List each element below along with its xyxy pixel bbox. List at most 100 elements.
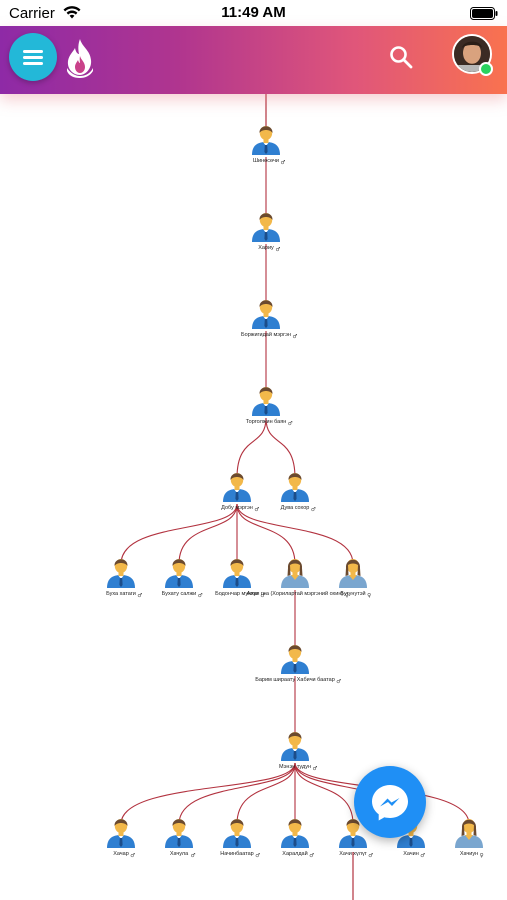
tree-node[interactable]: Мэнэн тудун♂	[279, 732, 318, 772]
node-name-label: Боржигидай мэргэн	[241, 331, 291, 338]
hamburger-menu-icon	[23, 62, 43, 65]
node-sex-symbol: ♂	[368, 853, 373, 859]
node-sex-symbol: ♂	[336, 679, 341, 685]
connector-line	[236, 417, 267, 479]
tree-node[interactable]: Бодончар мунхаг♂	[215, 559, 265, 599]
tree-node[interactable]: Хачи хүлүг♂	[339, 819, 373, 859]
node-sex-symbol: ♂	[254, 507, 259, 513]
tree-nodes: Шинөсөчи♂Хариу♂Боржигидай мэргэн♂Торголж…	[106, 126, 484, 859]
node-name-label: Хариу	[258, 245, 274, 251]
node-name-label: Мэнэн тудун	[279, 764, 311, 770]
tree-node[interactable]: Хачула♂	[165, 819, 196, 859]
node-sex-symbol: ♂	[198, 593, 203, 599]
male-person-icon	[252, 213, 280, 242]
node-name-label: Барим шираату Хабичи баатар	[255, 677, 335, 683]
male-person-icon	[252, 126, 280, 155]
node-name-label: Харалдай	[282, 850, 307, 857]
wifi-icon	[63, 6, 81, 19]
connector-line	[265, 417, 296, 479]
node-name-label: Буха хатаги	[106, 591, 136, 597]
node-name-label: Начинбаатар	[220, 851, 253, 857]
family-tree-view[interactable]: Шинөсөчи♂Хариу♂Боржигидай мэргэн♂Торголж…	[0, 94, 507, 900]
male-person-icon	[223, 559, 251, 588]
node-sex-symbol: ♂	[311, 507, 316, 513]
male-person-icon	[165, 819, 193, 848]
node-sex-symbol: ♂	[130, 853, 135, 859]
tree-node[interactable]: Бугунутэй♀	[339, 559, 371, 599]
hamburger-menu-icon	[23, 50, 43, 53]
node-sex-symbol: ♂	[255, 853, 260, 859]
node-sex-symbol: ♂	[292, 334, 297, 340]
female-person-icon	[339, 559, 367, 588]
node-name-label: Бухату салжи	[162, 591, 197, 597]
menu-button[interactable]	[9, 33, 57, 81]
connector-line	[236, 762, 296, 825]
male-person-icon	[223, 819, 251, 848]
tree-node[interactable]: Буха хатаги♂	[106, 559, 142, 599]
carrier-label: Carrier	[9, 5, 55, 22]
node-sex-symbol: ♂	[280, 160, 285, 166]
male-person-icon	[281, 645, 309, 674]
node-sex-symbol: ♀	[367, 593, 371, 599]
node-sex-symbol: ♂	[137, 593, 142, 599]
messenger-chat-button[interactable]	[354, 766, 426, 838]
search-icon[interactable]	[388, 44, 414, 70]
male-person-icon	[252, 387, 280, 416]
tree-node[interactable]: Дува сохор♂	[281, 473, 316, 513]
node-name-label: Торголжин баян	[246, 419, 287, 425]
tree-node[interactable]: Харалдай♂	[281, 819, 314, 859]
female-person-icon	[281, 559, 309, 588]
hamburger-menu-icon	[23, 56, 43, 59]
male-person-icon	[165, 559, 193, 588]
node-name-label: Добу мэргэн	[221, 505, 253, 511]
node-name-label: Алун гоа (Хорилартай мэргэний охин)	[247, 590, 344, 597]
node-sex-symbol: ♂	[191, 853, 196, 859]
male-person-icon	[281, 819, 309, 848]
male-person-icon	[223, 473, 251, 502]
tree-node[interactable]: Начинбаатар♂	[220, 819, 260, 859]
node-sex-symbol: ♀	[345, 593, 349, 599]
tree-node[interactable]: Барим шираату Хабичи баатар♂	[255, 645, 341, 685]
male-person-icon	[339, 819, 367, 848]
node-name-label: Бодончар мунхаг	[215, 591, 259, 597]
app-header	[0, 26, 507, 94]
flame-logo-icon	[67, 39, 93, 78]
user-avatar[interactable]	[452, 34, 492, 74]
node-sex-symbol: ♂	[420, 853, 425, 859]
male-person-icon	[107, 819, 135, 848]
tree-connectors	[120, 94, 470, 900]
connector-line	[236, 503, 354, 565]
node-name-label: Дува сохор	[281, 505, 310, 511]
tree-node[interactable]: Шинөсөчи♂	[252, 126, 285, 166]
tree-node[interactable]: Хачиун♀	[455, 819, 484, 859]
male-person-icon	[281, 473, 309, 502]
node-name-label: Бугунутэй	[340, 590, 365, 597]
family-tree-canvas[interactable]: Шинөсөчи♂Хариу♂Боржигидай мэргэн♂Торголж…	[0, 94, 507, 900]
male-person-icon	[252, 300, 280, 329]
node-name-label: Хачин	[403, 851, 419, 857]
online-status-dot	[479, 62, 493, 76]
clock-time: 11:49 AM	[221, 4, 286, 21]
tree-node[interactable]: Добу мэргэн♂	[221, 473, 259, 513]
node-name-label: Хачар	[113, 851, 129, 857]
status-bar: Carrier 11:49 AM	[0, 0, 507, 26]
tree-node[interactable]: Боржигидай мэргэн♂	[241, 300, 297, 340]
node-name-label: Хачиун	[460, 851, 478, 857]
female-person-icon	[455, 819, 483, 848]
messenger-icon	[372, 785, 408, 821]
male-person-icon	[107, 559, 135, 588]
node-name-label: Хачула	[170, 851, 189, 857]
node-sex-symbol: ♂	[276, 247, 281, 253]
tree-node[interactable]: Алун гоа (Хорилартай мэргэний охин)♀	[247, 559, 349, 599]
node-sex-symbol: ♀	[480, 853, 484, 859]
node-name-label: Шинөсөчи	[253, 158, 279, 164]
tree-node[interactable]: Торголжин баян♂	[246, 387, 293, 427]
node-sex-symbol: ♂	[309, 853, 314, 859]
connector-line	[120, 762, 296, 825]
node-sex-symbol: ♂	[288, 421, 293, 427]
tree-node[interactable]: Бухату салжи♂	[162, 559, 203, 599]
tree-node[interactable]: Хариу♂	[252, 213, 281, 253]
tree-node[interactable]: Хачар♂	[107, 819, 135, 859]
connector-line	[178, 762, 296, 825]
battery-icon	[470, 7, 498, 20]
